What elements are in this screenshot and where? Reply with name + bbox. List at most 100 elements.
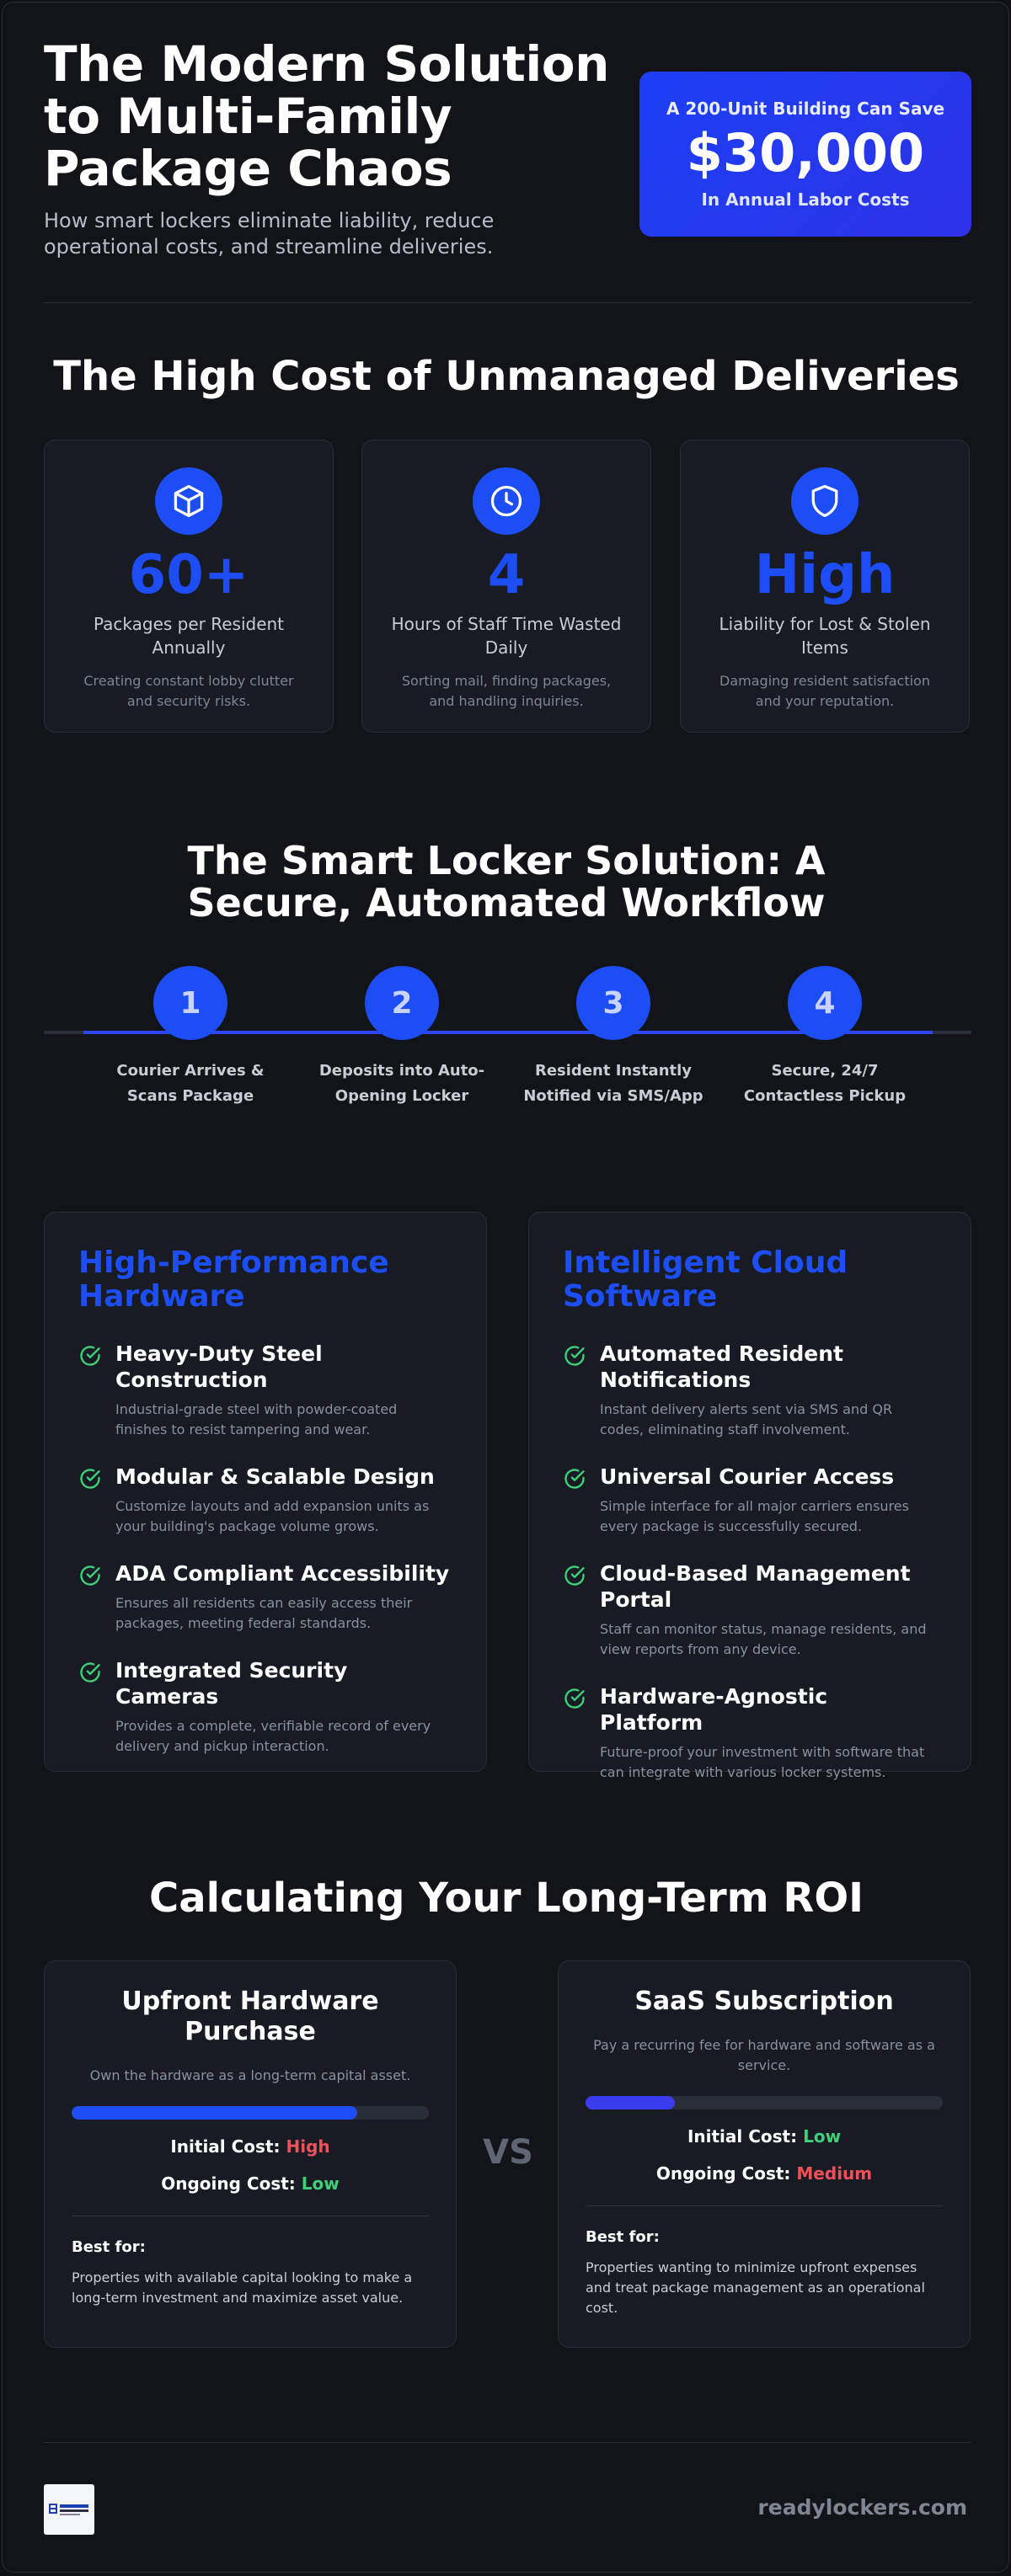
ongoing-cost-row: Ongoing Cost: Low: [45, 2173, 456, 2194]
ongoing-cost-row: Ongoing Cost: Medium: [559, 2163, 970, 2184]
feature-item: Modular & Scalable Design Customize layo…: [78, 1464, 452, 1537]
savings-bottom-text: In Annual Labor Costs: [701, 189, 910, 210]
clock-icon: [473, 467, 540, 535]
workflow-track-progress: [83, 1031, 933, 1034]
stat-description: Sorting mail, finding packages, and hand…: [401, 673, 612, 709]
feature-name: Modular & Scalable Design: [115, 1464, 435, 1489]
feature-description: Ensures all residents can easily access …: [115, 1595, 413, 1631]
initial-cost-value: High: [286, 2136, 330, 2157]
feature-name: Automated Resident Notifications: [600, 1341, 843, 1392]
stat-label: Packages per Resident Annually: [93, 614, 285, 658]
ongoing-cost-label: Ongoing Cost:: [161, 2173, 296, 2194]
vs-label: VS: [483, 2133, 533, 2172]
best-for-label: Best for:: [586, 2228, 660, 2246]
feature-description: Industrial-grade steel with powder-coate…: [115, 1401, 398, 1437]
feature-description: Provides a complete, verifiable record o…: [115, 1718, 431, 1754]
stat-label: Liability for Lost & Stolen Items: [719, 614, 931, 658]
step-number: 3: [576, 966, 650, 1040]
stat-card-staff-time: 4 Hours of Staff Time Wasted Daily Sorti…: [361, 440, 651, 733]
cost-bar-fill: [586, 2096, 675, 2109]
feature-item: Heavy-Duty Steel Construction Industrial…: [78, 1341, 452, 1440]
roi-card-purchase: Upfront Hardware Purchase Own the hardwa…: [44, 1960, 457, 2348]
software-feature-list: Automated Resident Notifications Instant…: [563, 1341, 937, 1783]
workflow-step-1: 1 Courier Arrives & Scans Package: [89, 966, 292, 1109]
stat-description: Creating constant lobby clutter and secu…: [83, 673, 294, 709]
hardware-feature-list: Heavy-Duty Steel Construction Industrial…: [78, 1341, 452, 1757]
stat-value: High: [754, 544, 896, 606]
footer-website-link[interactable]: readylockers.com: [757, 2495, 967, 2520]
step-label: Resident Instantly Notified via SMS/App: [523, 1062, 703, 1105]
stat-value: 4: [487, 544, 526, 606]
divider: [44, 302, 971, 303]
workflow-step-2: 2 Deposits into Auto-Opening Locker: [301, 966, 503, 1109]
stat-label: Hours of Staff Time Wasted Daily: [391, 614, 622, 658]
page-title: The Modern Solution to Multi-Family Pack…: [44, 35, 609, 197]
shield-icon: [791, 467, 859, 535]
check-circle-icon: [564, 1469, 585, 1489]
package-icon: [155, 467, 222, 535]
initial-cost-row: Initial Cost: Low: [559, 2126, 970, 2147]
feature-item: Hardware-Agnostic Platform Future-proof …: [563, 1683, 937, 1783]
ongoing-cost-label: Ongoing Cost:: [655, 2163, 791, 2184]
savings-amount: $30,000: [686, 122, 925, 184]
stat-description: Damaging resident satisfaction and your …: [719, 673, 930, 709]
best-for-text: Properties with available capital lookin…: [72, 2269, 413, 2306]
hardware-title: High-Performance Hardware: [78, 1245, 389, 1314]
feature-item: Automated Resident Notifications Instant…: [563, 1341, 937, 1440]
initial-cost-label: Initial Cost:: [170, 2136, 281, 2157]
divider: [586, 2205, 943, 2206]
initial-cost-row: Initial Cost: High: [45, 2136, 456, 2157]
savings-callout: A 200-Unit Building Can Save $30,000 In …: [639, 72, 971, 237]
feature-description: Instant delivery alerts sent via SMS and…: [600, 1401, 893, 1437]
feature-item: Integrated Security Cameras Provides a c…: [78, 1657, 452, 1757]
workflow-step-4: 4 Secure, 24/7 Contactless Pickup: [724, 966, 926, 1109]
divider: [44, 2442, 971, 2443]
roi-option-subtitle: Pay a recurring fee for hardware and sof…: [593, 2037, 935, 2073]
feature-item: Universal Courier Access Simple interfac…: [563, 1464, 937, 1537]
feature-name: ADA Compliant Accessibility: [115, 1561, 450, 1586]
software-title: Intelligent Cloud Software: [563, 1245, 848, 1314]
feature-description: Future-proof your investment with softwa…: [600, 1744, 925, 1780]
initial-cost-value: Low: [803, 2126, 842, 2147]
roi-option-title: Upfront Hardware Purchase: [121, 1987, 379, 2046]
hardware-card: High-Performance Hardware Heavy-Duty Ste…: [44, 1212, 487, 1772]
initial-cost-label: Initial Cost:: [687, 2126, 798, 2147]
step-number: 1: [153, 966, 227, 1040]
step-label: Deposits into Auto-Opening Locker: [318, 1062, 485, 1105]
feature-item: Cloud-Based Management Portal Staff can …: [563, 1560, 937, 1660]
stat-value: 60+: [128, 544, 249, 606]
check-circle-icon: [564, 1346, 585, 1366]
cost-bar: [586, 2096, 943, 2109]
costs-section-title: The High Cost of Unmanaged Deliveries: [53, 353, 960, 400]
page-subtitle: How smart lockers eliminate liability, r…: [44, 209, 495, 259]
software-card: Intelligent Cloud Software Automated Res…: [528, 1212, 971, 1780]
best-for-label: Best for:: [72, 2238, 146, 2256]
feature-name: Heavy-Duty Steel Construction: [115, 1341, 323, 1392]
stat-card-liability: High Liability for Lost & Stolen Items D…: [680, 440, 970, 733]
check-circle-icon: [80, 1346, 100, 1366]
step-label: Secure, 24/7 Contactless Pickup: [743, 1062, 907, 1105]
check-circle-icon: [80, 1469, 100, 1489]
feature-name: Integrated Security Cameras: [115, 1658, 348, 1709]
ongoing-cost-value: Low: [301, 2173, 340, 2194]
cost-bar: [72, 2106, 429, 2120]
feature-name: Universal Courier Access: [600, 1464, 895, 1489]
check-circle-icon: [564, 1565, 585, 1586]
cost-bar-fill: [72, 2106, 358, 2120]
step-number: 2: [365, 966, 439, 1040]
savings-top-text: A 200-Unit Building Can Save: [666, 99, 945, 119]
step-number: 4: [788, 966, 862, 1040]
feature-name: Cloud-Based Management Portal: [600, 1561, 911, 1612]
roi-section-title: Calculating Your Long-Term ROI: [149, 1875, 864, 1922]
best-for-text: Properties wanting to minimize upfront e…: [586, 2259, 925, 2316]
check-circle-icon: [80, 1565, 100, 1586]
workflow-section-title: The Smart Locker Solution: A Secure, Aut…: [187, 838, 826, 925]
check-circle-icon: [80, 1662, 100, 1683]
feature-description: Simple interface for all major carriers …: [600, 1498, 909, 1534]
stat-card-packages: 60+ Packages per Resident Annually Creat…: [44, 440, 334, 733]
feature-name: Hardware-Agnostic Platform: [600, 1684, 828, 1735]
roi-card-saas: SaaS Subscription Pay a recurring fee fo…: [558, 1960, 971, 2348]
company-logo[interactable]: [44, 2484, 94, 2535]
feature-description: Staff can monitor status, manage residen…: [600, 1621, 927, 1657]
